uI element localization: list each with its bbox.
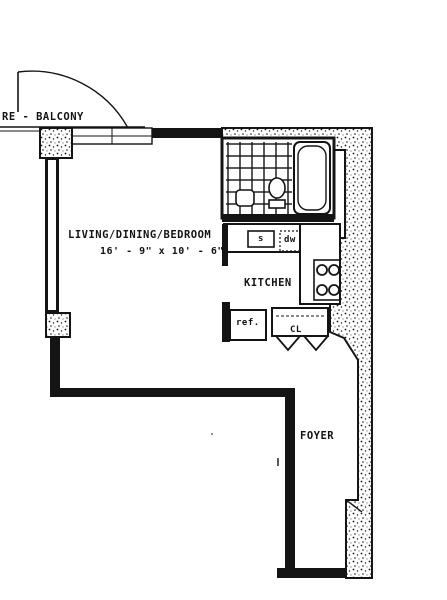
west-column-top <box>39 127 73 159</box>
entry-door <box>345 499 363 513</box>
closet <box>271 307 329 337</box>
balcony-label: RE - BALCONY <box>2 111 84 123</box>
refrigerator <box>229 309 267 341</box>
south-wall <box>50 388 294 397</box>
west-column-bottom <box>45 312 71 338</box>
sink-label: s <box>258 234 264 244</box>
lavatory <box>235 189 255 207</box>
stove <box>316 264 340 296</box>
toilet <box>268 177 286 199</box>
kitchen-label: KITCHEN <box>244 277 292 289</box>
living-room-label: LIVING/DINING/BEDROOM <box>68 229 212 241</box>
kitchen-partition <box>222 224 228 266</box>
kitchen-sink <box>247 230 275 248</box>
living-room-dimensions: 16' - 9" x 10' - 6" <box>100 246 224 257</box>
closet-label: CL <box>290 325 302 335</box>
dishwasher-label: dw <box>284 235 296 245</box>
top-wall <box>152 128 222 138</box>
closet-doors <box>275 335 329 352</box>
balcony-door-swing <box>17 70 129 129</box>
refrigerator-label: ref. <box>236 318 260 328</box>
foyer-label: FOYER <box>300 430 335 442</box>
foyer-west-wall <box>285 388 295 568</box>
